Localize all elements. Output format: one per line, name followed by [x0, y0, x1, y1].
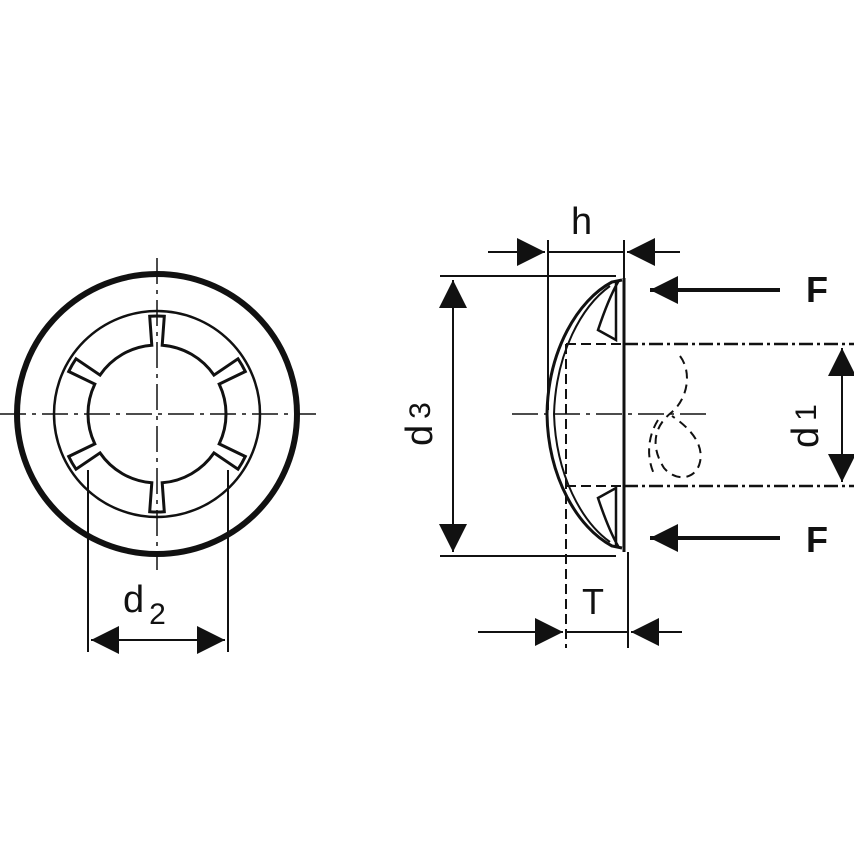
h-label: h [571, 201, 592, 243]
tooth-top [596, 280, 621, 343]
T-label: T [582, 581, 604, 622]
force-label-bottom: F [806, 519, 828, 560]
shaft-break-mark [654, 355, 702, 478]
side-view [439, 238, 854, 648]
tooth-bottom [596, 485, 621, 548]
force-label-top: F [806, 269, 828, 310]
star-teeth [66, 314, 248, 514]
d3-label: d3 [399, 402, 441, 446]
d1-label-group: d1 [785, 404, 827, 448]
d1-label: d1 [785, 404, 827, 448]
d3-label-group: d3 [399, 402, 441, 446]
front-view [0, 258, 316, 654]
shaft-break-mark-2 [648, 419, 659, 475]
